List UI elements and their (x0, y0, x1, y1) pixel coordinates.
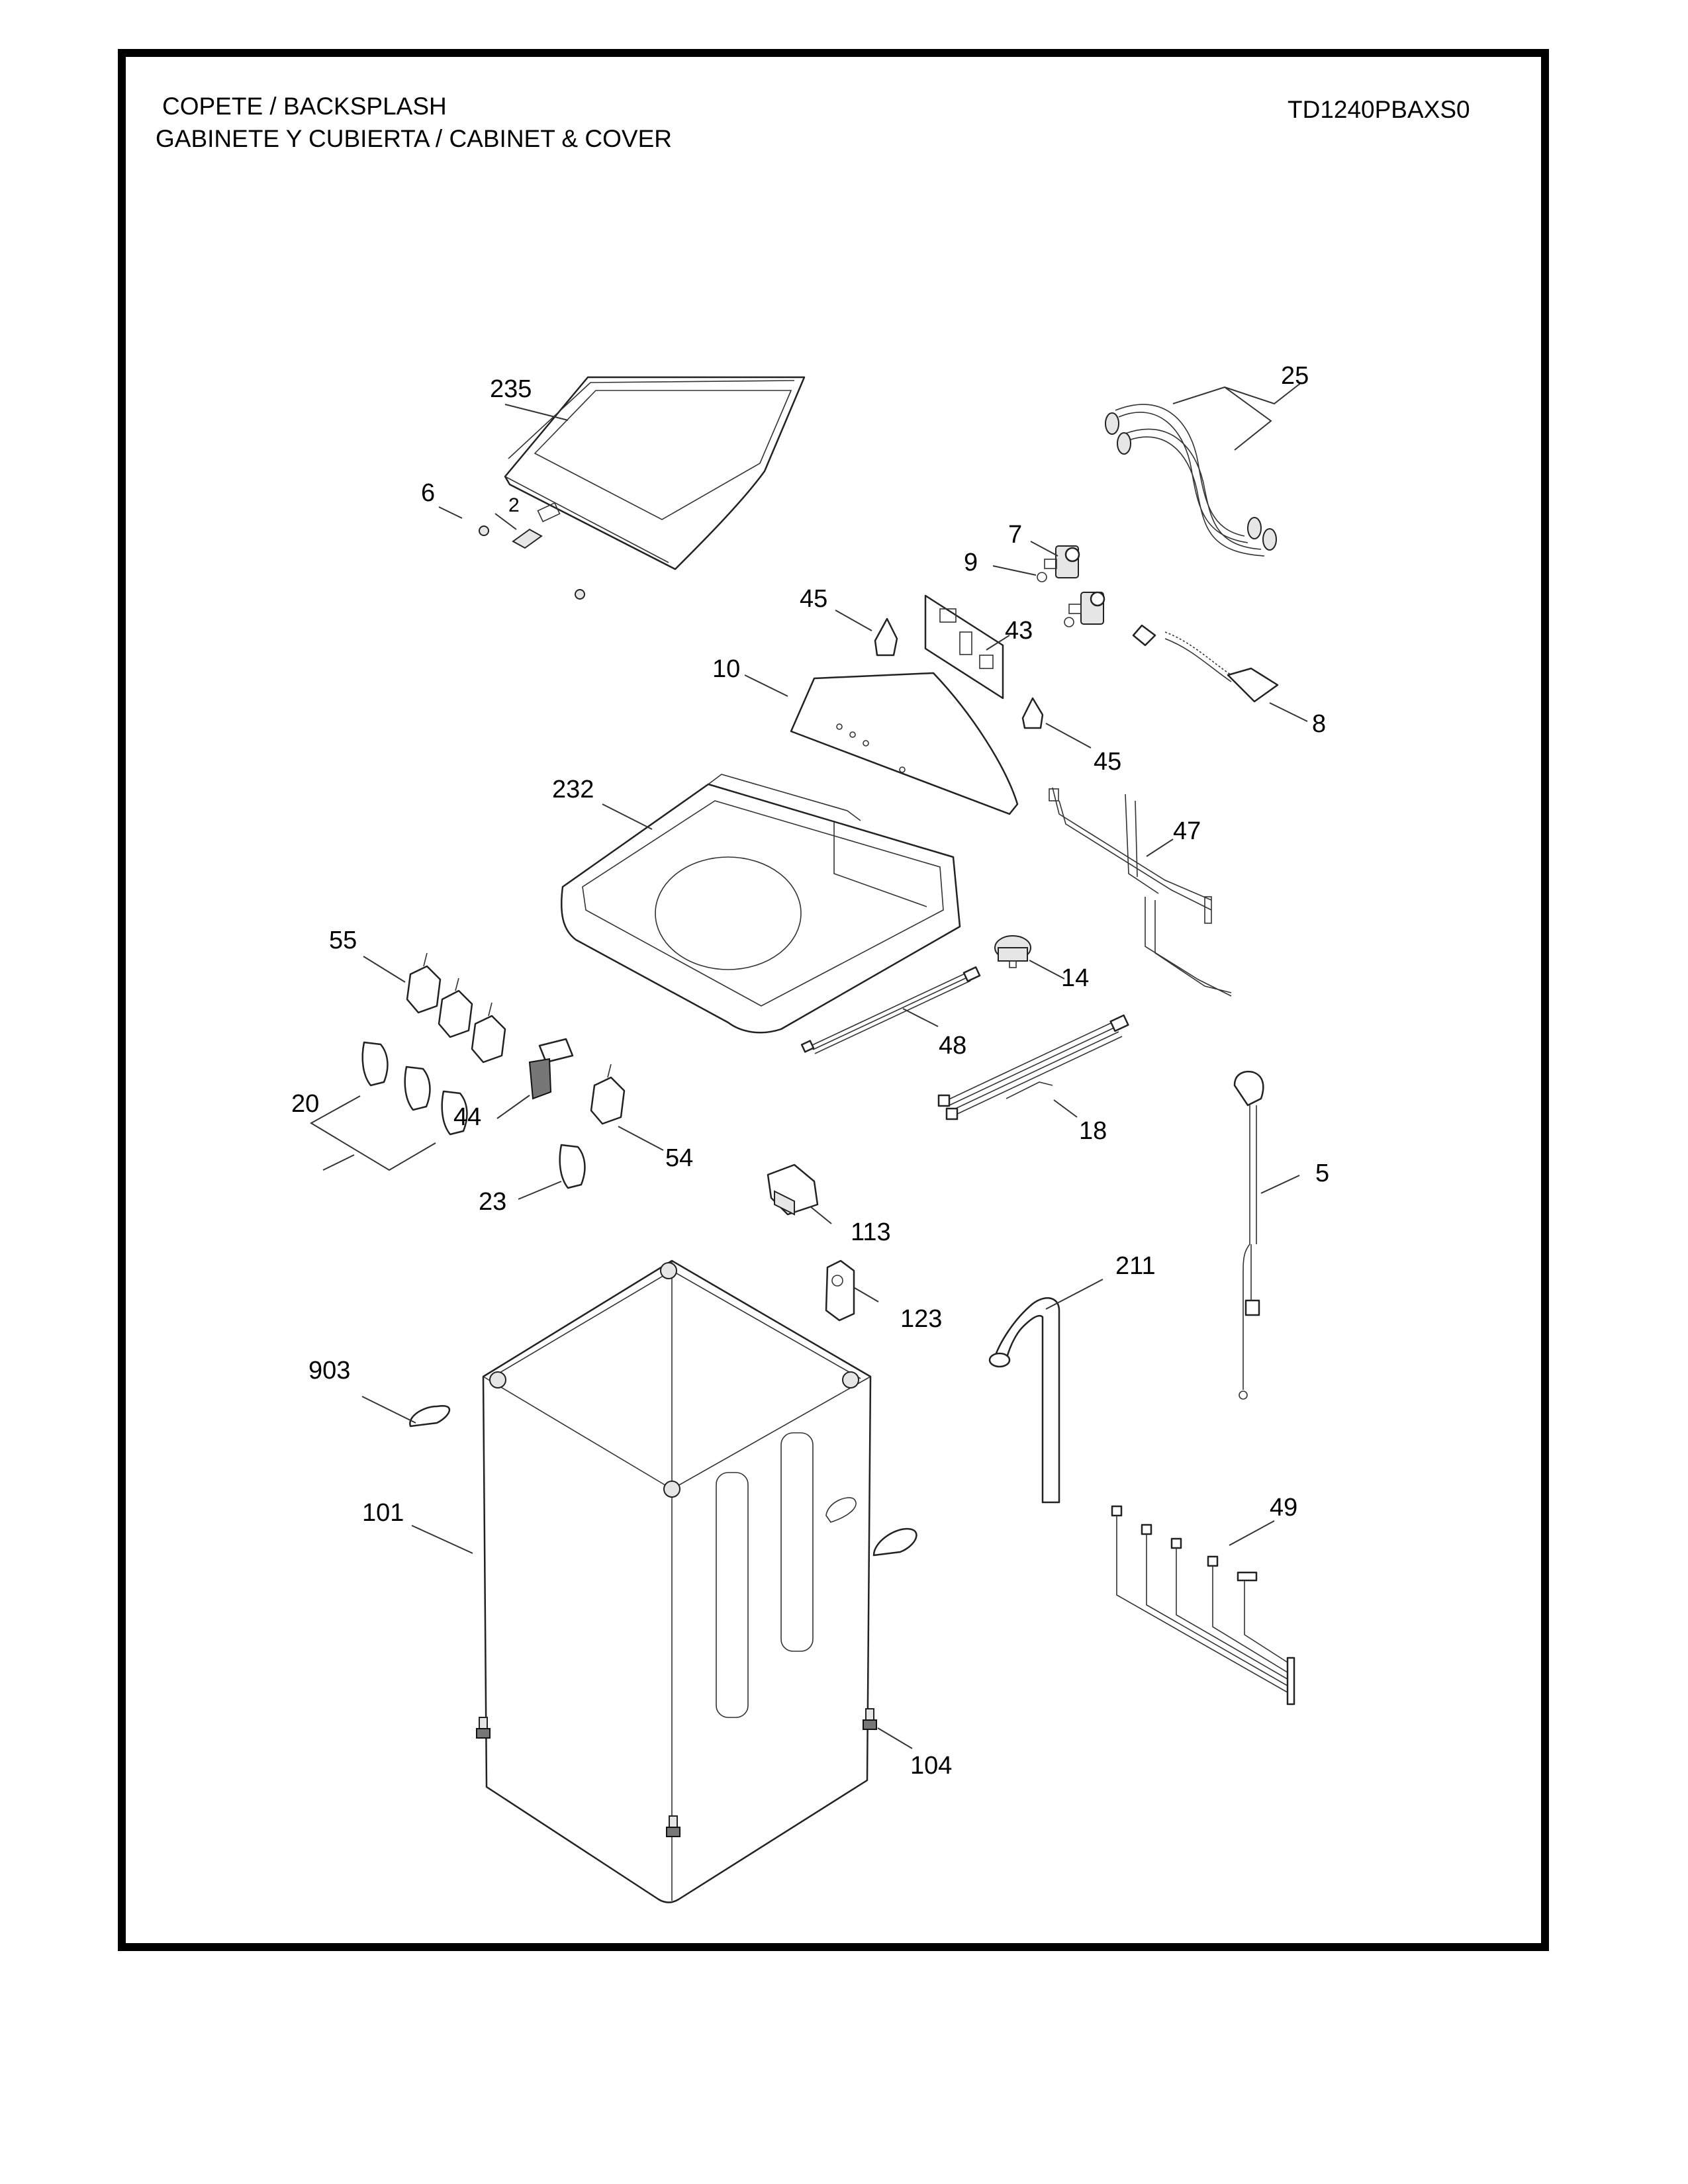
callout-2: 2 (508, 494, 520, 516)
leader-55 (363, 956, 406, 983)
leader-903 (361, 1396, 416, 1424)
leader-48 (902, 1008, 939, 1027)
part-45-bracket-lower[interactable] (1021, 697, 1044, 729)
part-20-knobs[interactable] (361, 1041, 468, 1136)
callout-5: 5 (1315, 1160, 1329, 1187)
callout-211: 211 (1115, 1252, 1156, 1280)
callout-23: 23 (479, 1188, 506, 1216)
leader-25 (1172, 382, 1302, 451)
callout-903: 903 (308, 1357, 350, 1385)
leader-47 (1146, 839, 1174, 857)
section-title-backsplash: COPETE / BACKSPLASH (162, 93, 447, 120)
callout-232: 232 (552, 776, 594, 803)
part-5-power-cord[interactable] (1233, 1071, 1264, 1400)
callout-8: 8 (1312, 710, 1326, 738)
leader-9 (992, 565, 1037, 576)
callout-47: 47 (1173, 817, 1201, 845)
callout-54: 54 (665, 1144, 693, 1172)
leader-49 (1229, 1520, 1275, 1546)
callout-10: 10 (712, 655, 740, 683)
leader-54 (618, 1126, 664, 1151)
callout-123: 123 (900, 1305, 942, 1333)
part-6-nut[interactable] (479, 525, 585, 600)
part-104-leveling-feet[interactable] (476, 1708, 877, 1837)
part-44-lid-switch[interactable] (528, 1038, 574, 1100)
leader-2 (494, 513, 517, 530)
part-54-selector-switch[interactable] (590, 1064, 626, 1125)
leader-43 (986, 635, 1010, 651)
part-8-dispenser-hose[interactable] (1132, 624, 1279, 703)
callout-48: 48 (939, 1032, 966, 1060)
leader-14 (1029, 960, 1065, 979)
part-7-water-valve[interactable] (1044, 545, 1105, 625)
leader-123 (854, 1287, 879, 1302)
leader-20 (310, 1095, 436, 1171)
leader-232 (602, 803, 653, 830)
callout-45-upper: 45 (800, 585, 827, 613)
callout-44: 44 (453, 1103, 481, 1131)
callout-113: 113 (851, 1218, 891, 1246)
part-49-lower-harness[interactable] (1111, 1505, 1295, 1706)
leader-113 (810, 1206, 832, 1224)
part-113-terminal-block[interactable] (767, 1163, 819, 1216)
leader-45-lower (1045, 723, 1092, 749)
leader-235 (504, 404, 569, 421)
part-235-lid[interactable] (504, 376, 806, 570)
callout-43: 43 (1005, 617, 1033, 645)
part-123-hose-guide[interactable] (825, 1259, 855, 1322)
leader-6 (438, 506, 463, 519)
callout-9: 9 (964, 549, 978, 576)
part-48-harness[interactable] (800, 966, 981, 1054)
callout-20: 20 (291, 1090, 319, 1118)
part-10-backsplash[interactable] (790, 672, 1019, 815)
part-47-wire-harness[interactable] (1049, 787, 1232, 997)
callout-18: 18 (1079, 1117, 1107, 1145)
callout-6: 6 (421, 479, 435, 507)
leader-5 (1260, 1175, 1300, 1194)
section-title-cabinet-cover: GABINETE Y CUBIERTA / CABINET & COVER (156, 125, 672, 152)
leader-23 (518, 1181, 562, 1200)
leader-7 (1030, 541, 1058, 557)
callout-7: 7 (1008, 521, 1022, 549)
part-55-selector-switches[interactable] (406, 952, 506, 1064)
leader-8 (1269, 702, 1308, 722)
part-23-timer-knob[interactable] (559, 1144, 586, 1189)
leader-45-upper (835, 610, 872, 631)
leader-44 (496, 1095, 530, 1119)
part-25-inlet-hoses[interactable] (1105, 404, 1277, 557)
part-14-pressure-switch[interactable] (994, 935, 1031, 968)
part-45-bracket-upper[interactable] (874, 617, 898, 657)
callout-14: 14 (1061, 964, 1089, 992)
part-2-emblem[interactable] (512, 528, 543, 549)
callout-101: 101 (362, 1499, 404, 1527)
callout-45-lower: 45 (1094, 748, 1121, 776)
leader-10 (744, 674, 788, 697)
part-101-cabinet[interactable] (482, 1259, 872, 1903)
part-43-control-board[interactable] (924, 594, 1004, 700)
leader-104 (877, 1727, 913, 1749)
leader-211 (1045, 1279, 1103, 1310)
callout-25: 25 (1281, 362, 1309, 390)
part-9-clamp[interactable] (1037, 572, 1074, 627)
part-903-handle-grip[interactable] (409, 1404, 917, 1557)
part-232-top-cover[interactable] (560, 774, 961, 1034)
part-18-main-harness[interactable] (937, 1014, 1129, 1120)
part-211-drain-hose[interactable] (988, 1297, 1060, 1504)
callout-49: 49 (1270, 1494, 1297, 1522)
callout-55: 55 (329, 927, 357, 954)
callout-104: 104 (910, 1752, 952, 1780)
callout-235: 235 (490, 375, 532, 403)
leader-18 (1053, 1099, 1078, 1118)
leader-101 (411, 1525, 473, 1554)
page-border (118, 49, 1549, 1951)
model-number: TD1240PBAXS0 (1288, 96, 1470, 123)
